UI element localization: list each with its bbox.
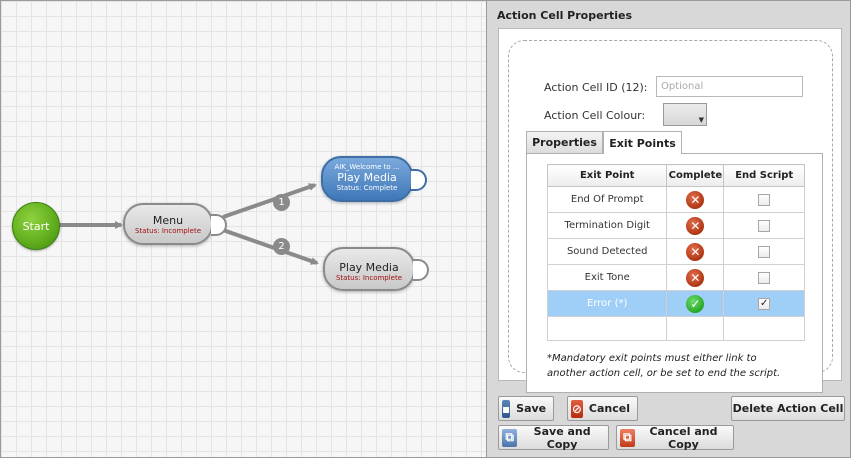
connector-badge-2: 2 [273,238,290,255]
delete-action-cell-button[interactable]: Delete Action Cell [731,396,845,421]
panel-body: Action Cell ID (12): Action Cell Colour:… [498,28,842,393]
end-script-checkbox[interactable] [758,271,771,284]
end-script-checkbox[interactable] [758,193,771,206]
end-script-checkbox-checked[interactable]: ✓ [758,297,771,310]
cancel-button[interactable]: ⊘ Cancel [567,396,638,421]
exit-point-name: Sound Detected [546,238,668,265]
cancel-copy-icon: ⧉ [620,428,635,447]
save-copy-icon: ⧉ [502,428,518,447]
play-media-2-title: Play Media [339,261,399,274]
exit-point-name: Termination Digit [546,212,668,239]
start-node[interactable]: Start [12,202,60,250]
connector-badge-1: 1 [273,194,290,211]
flow-canvas[interactable]: Start Menu Status: Incomplete 1 2 AIK_We… [0,0,486,458]
cancel-and-copy-button[interactable]: ⧉ Cancel and Copy [616,424,734,451]
menu-exit-handle[interactable] [211,214,227,236]
incomplete-icon: ✕ [686,268,705,287]
cancel-button-label: Cancel [588,402,630,415]
incomplete-icon: ✕ [686,216,705,235]
play-media-1-status: Status: Complete [336,184,398,192]
exit-point-name: Exit Tone [546,264,668,291]
action-cell-id-label: Action Cell ID (12): [544,81,648,94]
play-media-1-exit-handle[interactable] [411,169,427,191]
save-button-label: Save [516,402,547,415]
end-script-checkbox[interactable] [758,219,771,232]
save-and-copy-button[interactable]: ⧉ Save and Copy [498,424,609,451]
panel-title: Action Cell Properties [497,9,633,22]
cancel-copy-button-label: Cancel and Copy [649,424,718,451]
column-header-complete[interactable]: Complete [666,164,725,187]
delete-button-label: Delete Action Cell [732,402,844,415]
end-script-checkbox[interactable] [758,245,771,258]
mandatory-note: *Mandatory exit points must either link … [547,353,781,379]
play-media-2-status: Status: Incomplete [335,274,403,282]
action-cell-colour-label: Action Cell Colour: [544,109,646,122]
connector-wires [59,183,319,265]
table-row[interactable]: Termination Digit ✕ [546,212,805,239]
menu-node-title: Menu [152,214,184,227]
incomplete-icon: ✕ [686,190,705,209]
table-row[interactable]: End Of Prompt ✕ [546,186,805,213]
connector-menu-pm2 [222,228,319,265]
column-header-end-script[interactable]: End Script [723,164,805,187]
start-label: Start [22,219,50,233]
play-media-node-1[interactable]: AIK_Welcome to ... Play Media Status: Co… [321,156,427,202]
complete-check-icon: ✓ [686,294,705,313]
menu-node[interactable]: Menu Status: Incomplete [123,203,227,245]
table-row-selected[interactable]: Error (*) ✓ ✓ [546,290,805,317]
table-row[interactable]: Exit Tone ✕ [546,264,805,291]
tab-exit-points[interactable]: Exit Points [603,131,682,154]
column-header-exit-point[interactable]: Exit Point [546,164,668,187]
incomplete-icon: ✕ [686,242,705,261]
exit-points-tab-content: Exit Point Complete End Script End Of Pr… [526,153,823,393]
action-cell-properties-panel: Action Cell Properties Action Cell ID (1… [486,0,851,458]
exit-point-name: Error (*) [546,290,668,317]
play-media-node-2[interactable]: Play Media Status: Incomplete [323,247,429,291]
floppy-disk-icon: ▪ [502,399,511,418]
action-cell-id-input[interactable] [656,76,803,97]
play-media-2-exit-handle[interactable] [413,259,429,281]
exit-point-name: End Of Prompt [546,186,668,213]
play-media-1-title: Play Media [337,171,397,184]
cancel-icon: ⊘ [571,399,583,418]
save-copy-button-label: Save and Copy [533,424,591,451]
colour-picker[interactable]: ▼ [663,103,707,126]
chevron-down-icon: ▼ [698,116,704,124]
tab-properties[interactable]: Properties [526,131,603,153]
table-header-row: Exit Point Complete End Script [546,164,805,187]
save-button[interactable]: ▪ Save [498,396,554,421]
connector-menu-pm1 [222,183,317,219]
table-row[interactable]: Sound Detected ✕ [546,238,805,265]
table-row-empty [546,316,805,341]
menu-node-status: Status: Incomplete [134,227,202,235]
exit-points-table: Exit Point Complete End Script End Of Pr… [546,164,805,341]
play-media-1-prefix: AIK_Welcome to ... [334,163,400,171]
